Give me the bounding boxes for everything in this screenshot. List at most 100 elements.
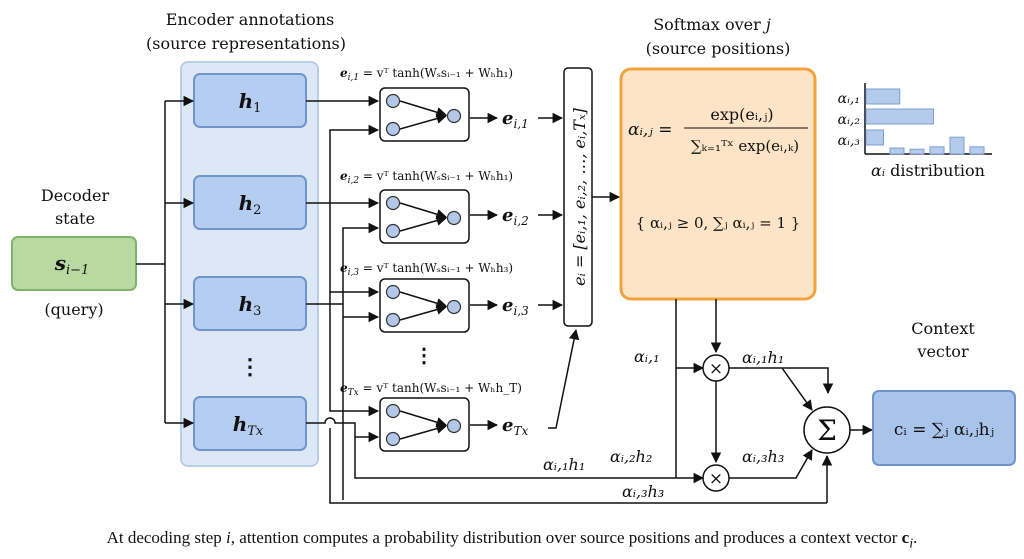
score-output-tx: eTx bbox=[502, 415, 528, 438]
bottom-product-1-label: αᵢ,₁h₁ bbox=[543, 455, 585, 474]
svg-text:hTx: hTx bbox=[233, 412, 264, 439]
tail-bar-3 bbox=[929, 146, 945, 155]
encoder-title-line2: (source representations) bbox=[146, 34, 346, 53]
context-vector-formula: cᵢ = ∑ⱼ αᵢ,ⱼhⱼ bbox=[894, 420, 994, 440]
softmax-numerator: exp(eᵢ,ⱼ) bbox=[710, 105, 773, 124]
score-vector-label: eᵢ = [eᵢ,₁, eᵢ,₂, …, eᵢ,Tₓ] bbox=[570, 107, 589, 286]
svg-text:si−1: si−1 bbox=[54, 251, 90, 278]
input-node bbox=[385, 223, 401, 239]
h3-subscript: 3 bbox=[253, 304, 261, 319]
score-eq-3: ei,3 = vᵀ tanh(Wₛsᵢ₋₁ + Wₕh₃) bbox=[340, 261, 513, 278]
svg-text:h1: h1 bbox=[239, 89, 262, 116]
encoder-state-hTx: hTx bbox=[193, 396, 307, 451]
chart-label-alpha3: αᵢ,₃ bbox=[838, 133, 861, 149]
encoder-title-line1: Encoder annotations bbox=[166, 10, 334, 29]
encoder-ellipsis: ⋮ bbox=[239, 354, 261, 380]
bar-1 bbox=[865, 88, 901, 105]
multiply-icon-2: × bbox=[709, 469, 723, 489]
h2-subscript: 2 bbox=[253, 203, 261, 218]
alpha-1-label: αᵢ,₁ bbox=[634, 347, 660, 366]
bar-3 bbox=[865, 129, 884, 146]
score-eq-1: ei,1 = vᵀ tanh(Wₛsᵢ₋₁ + Wₕh₁) bbox=[340, 66, 513, 83]
input-node bbox=[385, 93, 401, 109]
chart-label-alpha1: αᵢ,₁ bbox=[838, 91, 860, 107]
context-title-line2: vector bbox=[916, 342, 969, 361]
softmax-constraint: { αᵢ,ⱼ ≥ 0, ∑ⱼ αᵢ,ⱼ = 1 } bbox=[636, 214, 801, 232]
score-output-arrows bbox=[470, 112, 580, 431]
tail-bar-2 bbox=[909, 148, 925, 155]
input-node bbox=[385, 284, 401, 300]
tail-bar-4 bbox=[949, 136, 965, 155]
product-1-label: αᵢ,₁h₁ bbox=[742, 348, 784, 367]
softmax-title-text: Softmax over bbox=[653, 15, 766, 34]
caption-vec-sub: i bbox=[909, 535, 914, 552]
input-node bbox=[385, 403, 401, 419]
h1-subscript: 1 bbox=[253, 101, 261, 116]
multiply-node-2 bbox=[702, 464, 730, 492]
multiply-node-1 bbox=[702, 354, 730, 382]
sum-icon: Σ bbox=[817, 414, 837, 447]
decoder-fanout-lines bbox=[136, 95, 195, 429]
input-node bbox=[385, 121, 401, 137]
sum-node bbox=[803, 406, 851, 454]
input-node bbox=[385, 312, 401, 328]
softmax-denominator: ∑ₖ₌₁ᵀˣ exp(eᵢ,ₖ) bbox=[691, 137, 799, 155]
bottom-product-2-label: αᵢ,₂h₂ bbox=[610, 447, 652, 466]
hTx-subscript: Tx bbox=[247, 424, 264, 439]
softmax-title-var: j bbox=[763, 15, 771, 34]
svg-text:h3: h3 bbox=[239, 292, 262, 319]
decoder-subscript: i−1 bbox=[66, 263, 89, 278]
h2-symbol: h bbox=[239, 191, 254, 215]
decoder-state-box: si−1 bbox=[11, 236, 137, 291]
softmax-box bbox=[619, 67, 817, 301]
input-node bbox=[385, 195, 401, 211]
caption-var: i bbox=[226, 528, 231, 547]
score-output-2: ei,2 bbox=[502, 205, 529, 228]
encoder-panel bbox=[180, 61, 319, 467]
bar-2 bbox=[865, 108, 934, 125]
figure-caption: At decoding step i, attention computes a… bbox=[0, 528, 1024, 552]
chart-xlabel: αᵢ distribution bbox=[871, 161, 985, 180]
alpha-distribution-chart: αᵢ,₁ αᵢ,₂ αᵢ,₃ αᵢ distribution bbox=[838, 83, 992, 180]
decoder-symbol: s bbox=[54, 251, 66, 275]
hTx-symbol: h bbox=[233, 412, 248, 436]
encoder-state-h1: h1 bbox=[193, 73, 307, 128]
bottom-product-3-label: αᵢ,₃h₃ bbox=[622, 482, 664, 501]
score-network-4 bbox=[379, 397, 470, 452]
output-node bbox=[446, 418, 462, 434]
caption-end: . bbox=[913, 528, 918, 547]
score-network-3 bbox=[379, 278, 470, 333]
score-network-1 bbox=[379, 87, 470, 142]
input-node bbox=[385, 431, 401, 447]
softmax-title-line1: Softmax over j bbox=[653, 15, 771, 34]
score-nets bbox=[379, 87, 470, 452]
output-node bbox=[446, 210, 462, 226]
softmax-lhs: αᵢ,ⱼ = bbox=[628, 120, 672, 140]
weighting-wiring bbox=[640, 299, 874, 503]
decoder-title-line2: state bbox=[55, 209, 95, 228]
context-title-line1: Context bbox=[911, 319, 975, 338]
score-eq-tx: eTx = vᵀ tanh(Wₛsᵢ₋₁ + Wₕh_T) bbox=[340, 381, 522, 398]
svg-text:h2: h2 bbox=[239, 191, 262, 218]
encoder-state-h3: h3 bbox=[193, 276, 307, 331]
score-eq-2: ei,2 = vᵀ tanh(Wₛsᵢ₋₁ + Wₕh₁) bbox=[340, 169, 513, 186]
softmax-title-line2: (source positions) bbox=[646, 39, 791, 58]
h3-symbol: h bbox=[239, 292, 254, 316]
score-ellipsis: ⋮ bbox=[414, 343, 434, 367]
score-output-1: ei,1 bbox=[502, 108, 529, 131]
h1-symbol: h bbox=[239, 89, 254, 113]
score-wiring bbox=[306, 95, 827, 504]
caption-pre: At decoding step bbox=[106, 528, 227, 547]
encoder-state-h2: h2 bbox=[193, 175, 307, 230]
multiply-icon-1: × bbox=[709, 359, 723, 379]
score-output-3: ei,3 bbox=[502, 295, 529, 318]
caption-vec: c bbox=[901, 528, 910, 547]
product-3-label: αᵢ,₃h₃ bbox=[742, 447, 784, 466]
decoder-title-line1: Decoder bbox=[41, 186, 110, 205]
tail-bar-5 bbox=[969, 146, 985, 155]
score-network-2 bbox=[379, 189, 470, 244]
output-node bbox=[446, 108, 462, 124]
query-label: (query) bbox=[44, 300, 103, 319]
tail-bar-1 bbox=[889, 147, 905, 155]
